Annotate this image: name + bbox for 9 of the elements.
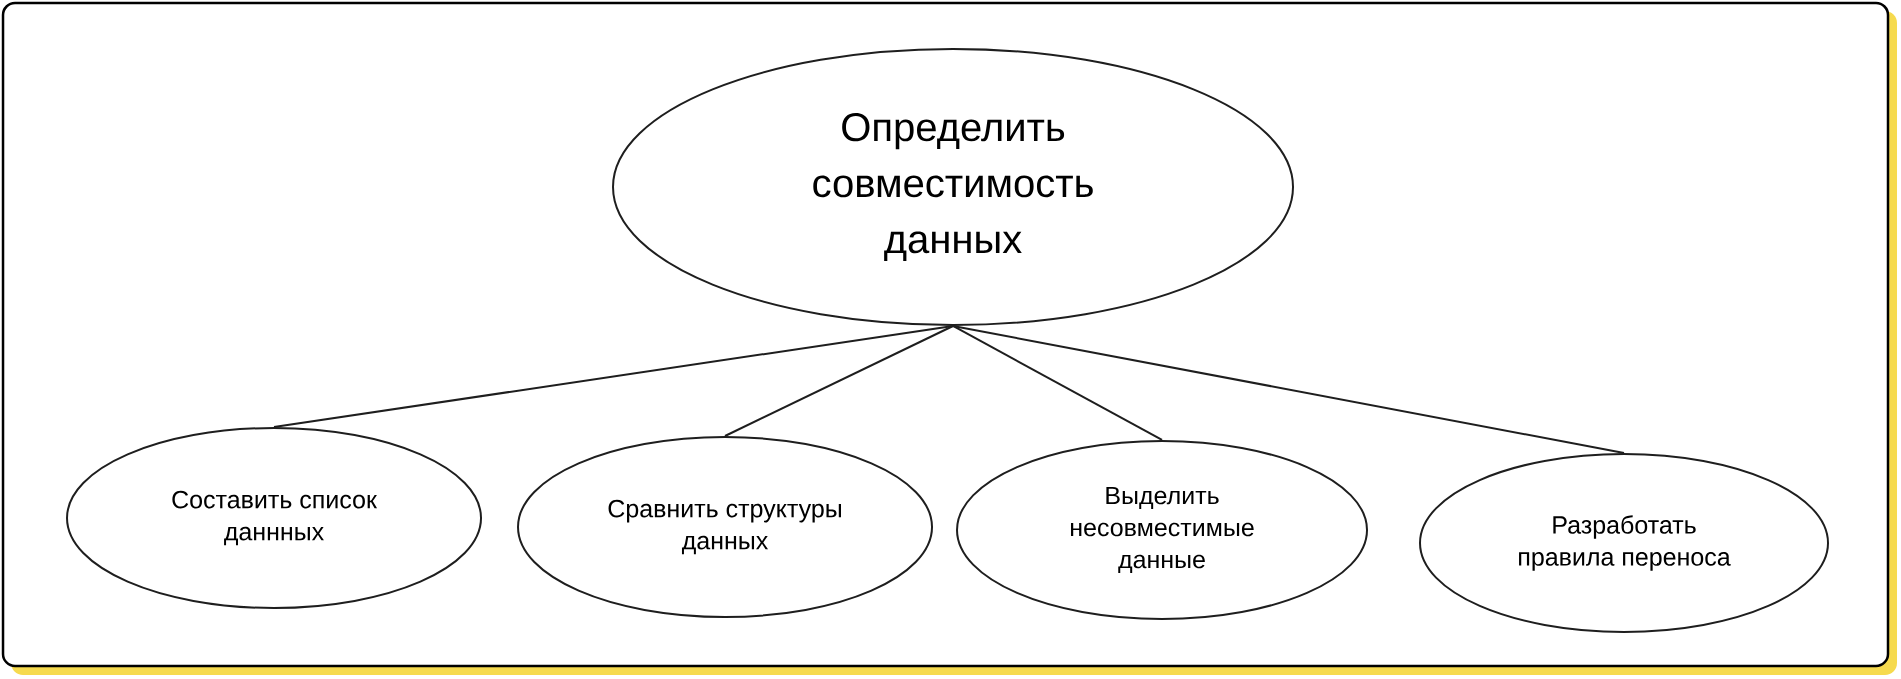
connector-line (952, 325, 1163, 441)
ellipse-node: Разработать правила переноса (1419, 453, 1829, 633)
connector-line (273, 325, 954, 428)
connector-line (724, 325, 954, 437)
ellipse-node: Определить совместимость данных (612, 48, 1294, 326)
ellipse-node: Выделить несовместимые данные (956, 440, 1368, 620)
ellipse-node: Сравнить структуры данных (517, 436, 933, 618)
ellipse-node: Составить список даннных (66, 427, 482, 609)
connector-line (952, 325, 1625, 454)
